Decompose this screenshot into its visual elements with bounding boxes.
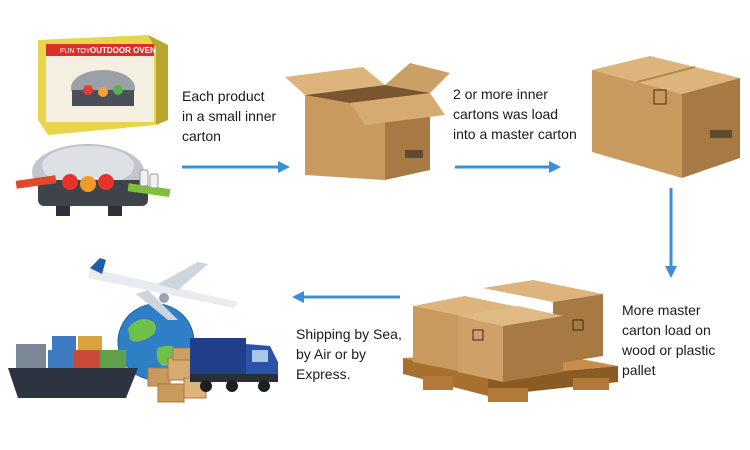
product-box-brand: FUN TOY <box>60 48 91 55</box>
grill-toy-icon: FUN TOY OUTDOOR OVEN <box>15 35 171 216</box>
step-inner-carton-text: Each product in a small inner carton <box>182 88 277 144</box>
open-carton-icon <box>285 63 450 180</box>
step-shipping-text: Shipping by Sea, by Air or by Express. <box>296 326 402 382</box>
arrow-left <box>292 291 400 303</box>
truck-icon <box>190 338 278 392</box>
step-pallet-text: More master carton load on wood or plast… <box>622 302 716 378</box>
pallet-icon <box>403 280 618 402</box>
step-master-carton-text: 2 or more inner cartons was load into a … <box>453 86 577 142</box>
product-box-title: OUTDOOR OVEN <box>90 46 156 55</box>
carton-stack-icon <box>147 347 207 403</box>
arrow-right-2 <box>455 161 561 173</box>
shipping-scene <box>8 258 278 403</box>
arrow-down <box>665 188 677 278</box>
airplane-icon <box>88 258 238 320</box>
closed-carton-icon <box>592 56 740 178</box>
arrow-right-1 <box>182 161 290 173</box>
ship-icon <box>8 336 138 398</box>
